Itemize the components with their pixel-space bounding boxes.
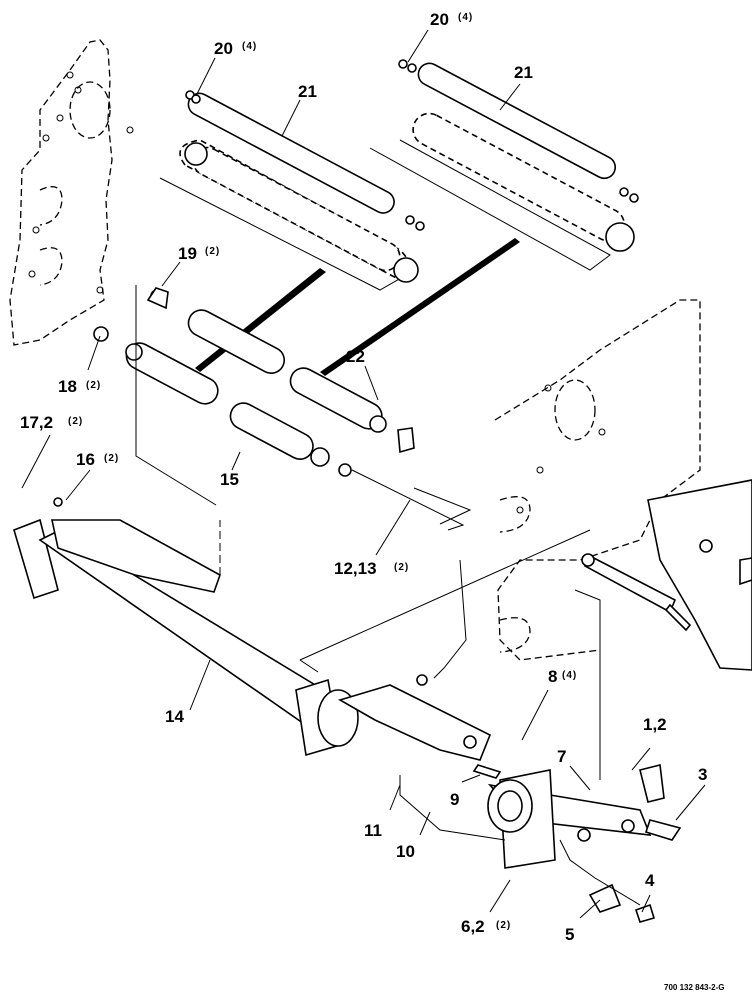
callout-4: 4 <box>645 871 655 890</box>
callout-6-2: 6,2 (2) <box>461 917 511 936</box>
callout-21-left: 21 <box>298 82 317 101</box>
svg-text:(2): (2) <box>86 380 101 391</box>
svg-text:22: 22 <box>346 347 365 366</box>
upper-right-roller-group <box>369 59 639 271</box>
leader-lines <box>21 29 706 919</box>
tube-assembly <box>13 487 591 761</box>
callout-19: 19 (2) <box>178 244 220 263</box>
callout-22: 22 <box>346 347 365 366</box>
callout-21-right: 21 <box>514 63 533 82</box>
svg-text:4: 4 <box>645 871 655 890</box>
svg-text:3: 3 <box>698 765 707 784</box>
callout-12-13: 12,13 (2) <box>334 559 409 578</box>
svg-text:20: 20 <box>214 39 233 58</box>
svg-text:18: 18 <box>58 377 77 396</box>
svg-text:15: 15 <box>220 470 239 489</box>
svg-text:(2): (2) <box>205 246 220 257</box>
callout-18: 18 (2) <box>58 377 101 396</box>
callout-1-2: 1,2 <box>643 715 667 734</box>
left-frame-outline <box>9 39 134 346</box>
callout-8: 8 (4) <box>548 667 577 686</box>
callout-9: 9 <box>450 790 459 809</box>
svg-text:10: 10 <box>396 842 415 861</box>
bracket-assembly <box>399 559 682 923</box>
svg-text:20: 20 <box>430 10 449 29</box>
svg-text:19: 19 <box>178 244 197 263</box>
right-plate <box>581 479 752 671</box>
svg-text:9: 9 <box>450 790 459 809</box>
svg-text:(2): (2) <box>394 562 409 573</box>
svg-text:6,2: 6,2 <box>461 917 485 936</box>
svg-text:(2): (2) <box>68 416 83 427</box>
svg-text:14: 14 <box>165 707 184 726</box>
svg-text:(4): (4) <box>562 670 577 681</box>
callout-7: 7 <box>557 747 566 766</box>
callout-20-right: 20 (4) <box>430 10 473 29</box>
callout-16: 16 (2) <box>76 450 119 469</box>
svg-text:(2): (2) <box>104 453 119 464</box>
callout-17-2: 17,2 (2) <box>20 413 83 432</box>
svg-text:11: 11 <box>364 821 382 840</box>
svg-text:17,2: 17,2 <box>20 413 53 432</box>
svg-text:21: 21 <box>514 63 533 82</box>
callout-14: 14 <box>165 707 184 726</box>
right-frame-outline <box>494 299 701 661</box>
svg-text:16: 16 <box>76 450 95 469</box>
svg-text:(4): (4) <box>458 12 473 23</box>
svg-text:5: 5 <box>565 925 574 944</box>
callout-20-left: 20 (4) <box>214 39 257 58</box>
svg-text:21: 21 <box>298 82 317 101</box>
svg-text:(2): (2) <box>496 920 511 931</box>
callout-3: 3 <box>698 765 707 784</box>
svg-text:7: 7 <box>557 747 566 766</box>
svg-text:8: 8 <box>548 667 557 686</box>
callout-5: 5 <box>565 925 574 944</box>
callout-10: 10 <box>396 842 415 861</box>
svg-text:1,2: 1,2 <box>643 715 667 734</box>
callout-11: 11 <box>364 821 382 840</box>
upper-left-roller-group <box>159 90 425 291</box>
drawing-number: 700 132 843-2-G <box>664 983 725 992</box>
svg-text:(4): (4) <box>242 41 257 52</box>
middle-roller-set <box>93 285 465 531</box>
svg-text:12,13: 12,13 <box>334 559 377 578</box>
callout-15: 15 <box>220 470 239 489</box>
